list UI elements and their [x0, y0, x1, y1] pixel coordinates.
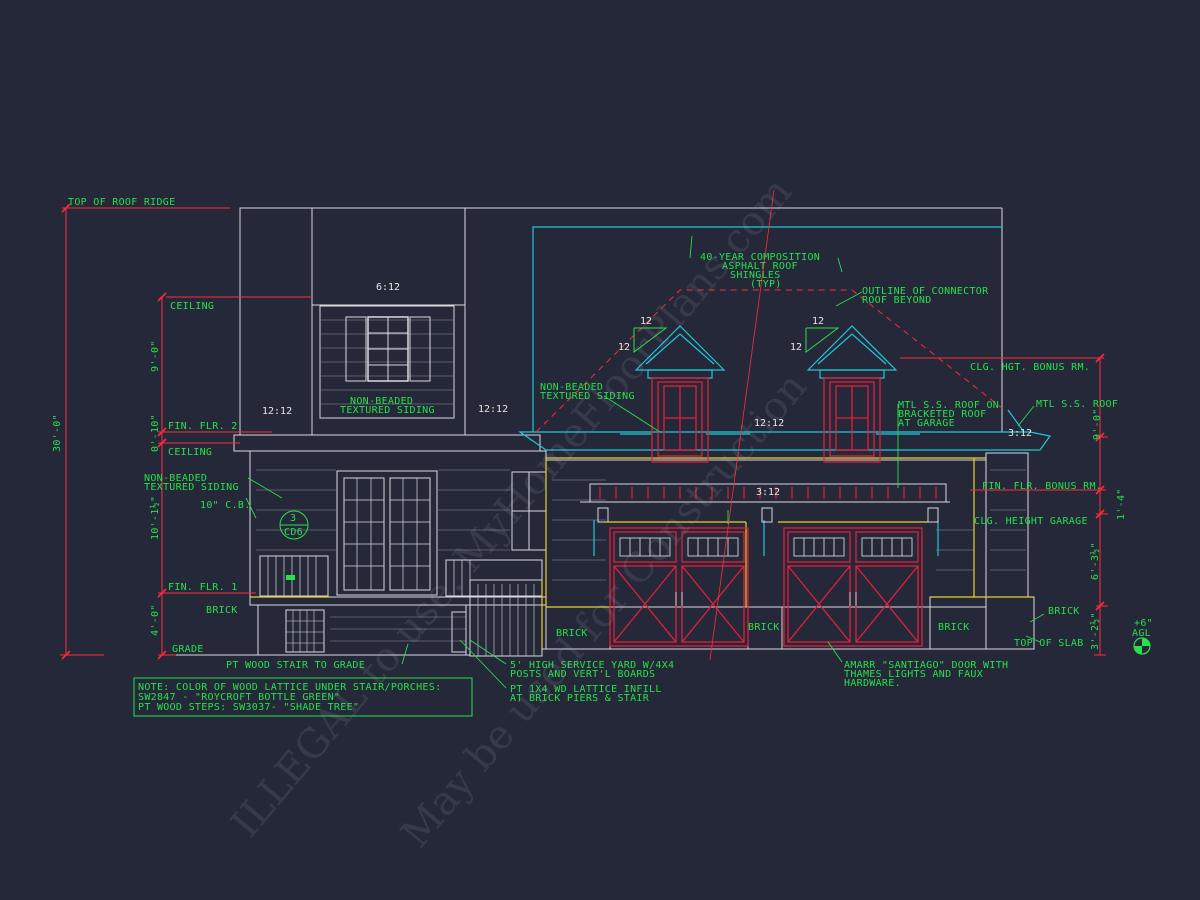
note-connector-2: ROOF BEYOND — [862, 295, 932, 306]
note-stair: PT WOOD STAIR TO GRADE — [226, 660, 365, 671]
agl-marker — [1133, 637, 1151, 655]
trim-lines — [250, 457, 1034, 649]
watermark-line-2: May be used for Construction — [392, 364, 816, 856]
pitch-dormer-roof: 3:12 — [1008, 428, 1032, 439]
pitch-symbols — [633, 327, 840, 353]
ceiling-upper-label: CEILING — [170, 301, 214, 312]
note-service-yard-1: 5' HIGH SERVICE YARD W/4X4 — [510, 660, 674, 671]
pitch-dormer1-rise: 12 — [640, 316, 652, 327]
note-connector-1: OUTLINE OF CONNECTOR — [862, 286, 989, 297]
note-door-3: HARDWARE. — [844, 678, 901, 689]
detail-tag — [279, 510, 309, 580]
note-brick-3: BRICK — [938, 622, 970, 633]
brick-left-label: BRICK — [206, 605, 238, 616]
note-brick-2: BRICK — [748, 622, 780, 633]
dim-garage-gap: 1'-4" — [1116, 488, 1127, 520]
note-service-yard-2: POSTS AND VERT'L BOARDS — [510, 669, 655, 680]
note-fin-bonus: FIN. FLR. BONUS RM. — [982, 481, 1102, 492]
detail-tag-sheet: CD6 — [284, 527, 303, 538]
color-note-3: PT WOOD STEPS: SW3037- "SHADE TREE" — [138, 702, 359, 713]
note-brick-right: BRICK — [1048, 606, 1080, 617]
note-siding-upper-2: TEXTURED SIDING — [340, 405, 435, 416]
pitch-dormer1-run: 12 — [618, 342, 630, 353]
dimension-ticks — [61, 203, 1105, 660]
watermark: ILLEGAL to use. MyHomeFloorPlans.com May… — [222, 169, 816, 856]
color-note-box — [133, 677, 473, 717]
garage-door-lights — [619, 537, 913, 606]
pitch-dormer2-run: 12 — [790, 342, 802, 353]
note-siding-left-1: NON-BEADED — [144, 473, 207, 484]
note-clg-bonus: CLG. HGT. BONUS RM. — [970, 362, 1090, 373]
note-shingles-3: SHINGLES — [730, 270, 781, 281]
pitch-porch-roof: 3:12 — [756, 487, 780, 498]
leader-lines — [245, 235, 1045, 689]
note-lattice-1: PT 1X4 WD LATTICE INFILL — [510, 684, 662, 695]
dim-floor-gap: 0'-10" — [150, 414, 161, 452]
note-siding-left-2: TEXTURED SIDING — [144, 482, 239, 493]
note-door-1: AMARR "SANTIAGO" DOOR WITH — [844, 660, 1008, 671]
grade-label: GRADE — [172, 644, 204, 655]
pitch-left-b: 12:12 — [478, 404, 508, 415]
ceiling-lower-label: CEILING — [168, 447, 212, 458]
roof-outline — [518, 226, 1052, 556]
fin-flr-2-label: FIN. FLR. 2 — [168, 421, 238, 432]
note-top-slab: TOP OF SLAB — [1014, 638, 1084, 649]
dim-main-floor: 10'-1½" — [149, 496, 161, 540]
note-mtl-bracketed-1: MTL S.S. ROOF ON — [898, 400, 999, 411]
pitch-dormer2-rise: 12 — [812, 316, 824, 327]
note-siding-mid-1: NON-BEADED — [540, 382, 603, 393]
dim-garage-height: 6'-3½" — [1089, 542, 1101, 580]
note-mtl-bracketed-3: AT GARAGE — [898, 418, 955, 429]
note-clg-garage: CLG. HEIGHT GARAGE — [974, 516, 1088, 527]
note-mtl-bracketed-2: BRACKETED ROOF — [898, 409, 987, 420]
dim-bonus-right: 9'-0" — [1092, 408, 1103, 440]
note-shingles-1: 40-YEAR COMPOSITION — [700, 252, 820, 263]
note-agl-value: +6" — [1134, 618, 1153, 629]
detail-tag-number: 3 — [290, 513, 296, 524]
top-of-roof-ridge-label: TOP OF ROOF RIDGE — [68, 197, 175, 208]
dimension-lines — [60, 189, 1108, 661]
note-agl: AGL — [1132, 628, 1151, 639]
bracketed-roof — [580, 483, 950, 523]
pitch-upper-roof: 6:12 — [376, 282, 400, 293]
note-mtl-roof: MTL S.S. ROOF — [1036, 399, 1118, 410]
dim-overall: 30'-0" — [52, 414, 63, 452]
note-siding-mid-2: TEXTURED SIDING — [540, 391, 635, 402]
pitch-main-roof: 12:12 — [754, 418, 784, 429]
dim-upper-ceiling: 9'-0" — [150, 340, 161, 372]
note-cb: 10" C.B. — [200, 500, 251, 511]
note-shingles-4: (TYP) — [750, 279, 782, 290]
note-lattice-2: AT BRICK PIERS & STAIR — [510, 693, 650, 704]
pitch-left-a: 12:12 — [262, 406, 292, 417]
note-siding-upper-1: NON-BEADED — [350, 396, 413, 407]
dim-slab: 3'-2½" — [1089, 612, 1101, 650]
fin-flr-1-label: FIN. FLR. 1 — [168, 582, 238, 593]
note-shingles-2: ASPHALT ROOF — [722, 261, 798, 272]
color-note-1: NOTE: COLOR OF WOOD LATTICE UNDER STAIR/… — [138, 682, 441, 693]
dim-foundation: 4'-0" — [150, 604, 161, 636]
color-note-2: SW2847 - "ROYCROFT BOTTLE GREEN" — [138, 692, 340, 703]
note-brick-1: BRICK — [556, 628, 588, 639]
dormer-windows — [651, 377, 881, 463]
labels: TOP OF ROOF RIDGE CEILING FIN. FLR. 2 CE… — [52, 197, 1153, 713]
note-door-2: THAMES LIGHTS AND FAUX — [844, 669, 983, 680]
